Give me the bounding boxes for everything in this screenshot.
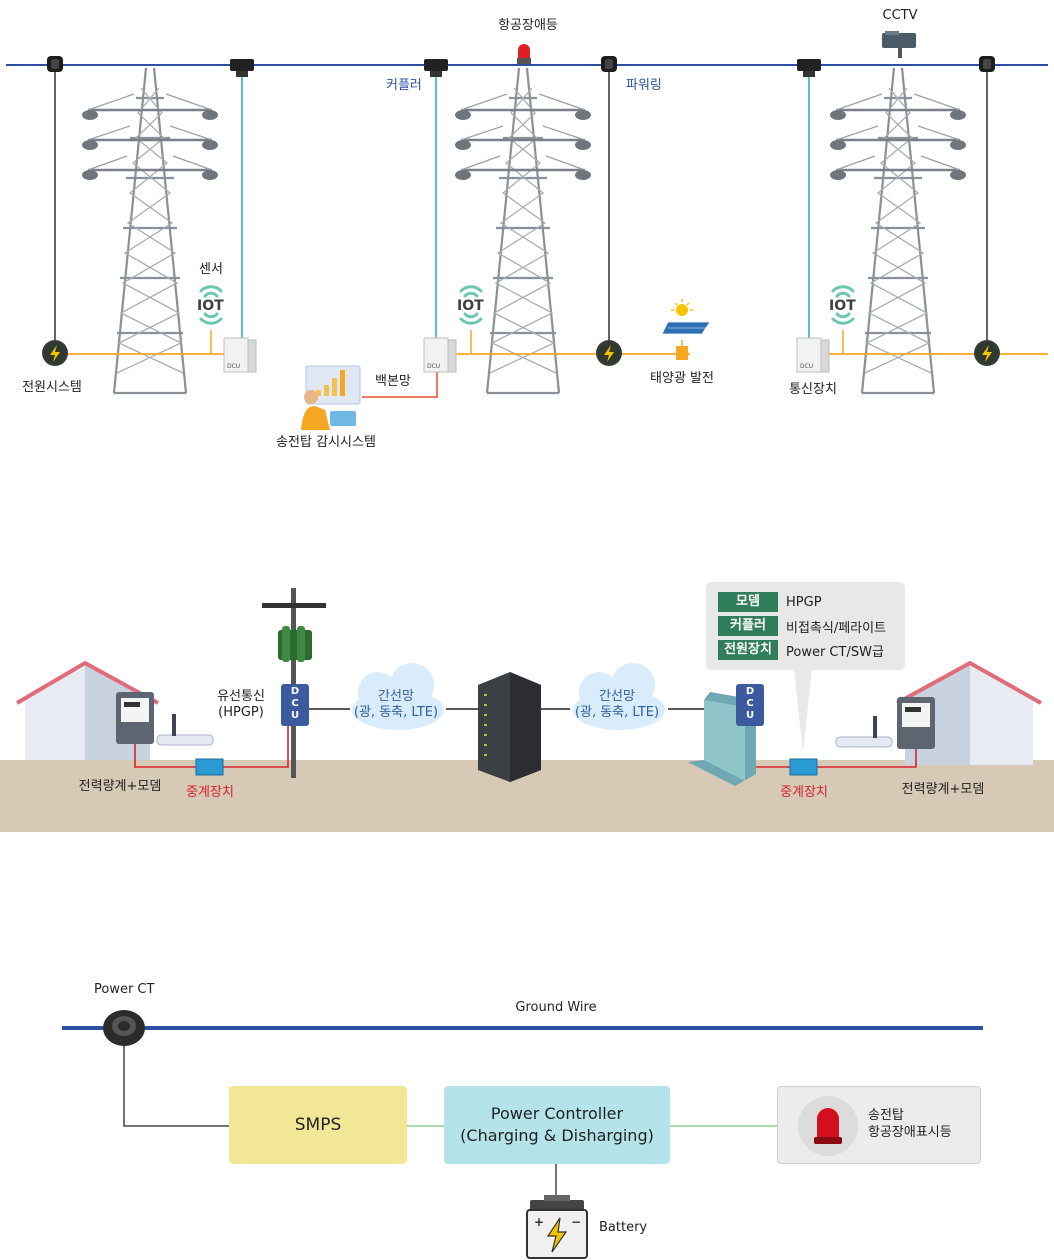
power-system-label: 전원시스템	[22, 380, 82, 395]
svg-text:−: −	[571, 1215, 581, 1229]
beacon-label: 송전탑 항공장애표시등	[868, 1108, 952, 1140]
legend-value: 비접촉식/페라이트	[786, 620, 887, 636]
trunk-right-label: 간선망(광, 동축, LTE)	[574, 689, 660, 721]
aviation-beacon-icon	[798, 1096, 858, 1156]
repeater-right-icon	[789, 758, 818, 776]
meter-modem-right-label: 전력량계+모뎀	[901, 782, 985, 797]
trunk-left-label: 간선망(광, 동축, LTE)	[353, 689, 439, 721]
ground-wire-label: Ground Wire	[515, 1000, 597, 1015]
cloud-right-icon	[573, 663, 665, 730]
legend-value: HPGP	[786, 594, 822, 610]
power-controller-sub: (Charging & Disharging)	[460, 1126, 654, 1145]
backbone-link	[362, 372, 438, 398]
battery-icon: + −	[526, 1195, 588, 1259]
coupler-label: 커플러	[386, 78, 422, 93]
monitoring-system-label: 송전탑 감시시스템	[276, 435, 376, 450]
meter-modem-left-label: 전력량계+모뎀	[78, 779, 162, 794]
legend-key: 커플러	[718, 616, 778, 636]
cctv-label: CCTV	[882, 8, 918, 23]
power-controller-box: Power Controller (Charging & Disharging)	[444, 1086, 670, 1164]
monitoring-person-icon	[301, 365, 361, 430]
legend-row: 모뎀 HPGP	[718, 592, 822, 612]
solar-label: 태양광 발전	[650, 371, 714, 386]
power-ct-label: Power CT	[94, 982, 155, 997]
utility-pole-icon	[262, 588, 326, 778]
repeater-left-icon	[195, 758, 224, 776]
modem-icon	[156, 714, 214, 746]
power-meter-icon	[897, 697, 935, 749]
aviation-light-label: 항공장애등	[498, 18, 558, 33]
power-ct-icon	[103, 1010, 145, 1046]
legend-row: 전원장치 Power CT/SW급	[718, 640, 884, 660]
iot-sensor-icon: IOT	[829, 285, 856, 325]
smps-box: SMPS	[229, 1086, 407, 1164]
legend-key: 모뎀	[718, 592, 778, 612]
legend-callout: 모뎀 HPGP 커플러 비접촉식/페라이트 전원장치 Power CT/SW급	[706, 582, 905, 670]
svg-text:IOT: IOT	[457, 298, 484, 314]
server-icon	[478, 672, 541, 782]
legend-value: Power CT/SW급	[786, 644, 884, 660]
legend-row: 커플러 비접촉식/페라이트	[718, 616, 886, 636]
backbone-label: 백본망	[375, 374, 411, 389]
smps-label: SMPS	[294, 1115, 342, 1135]
repeater-right-label: 중계장치	[780, 785, 828, 800]
svg-text:IOT: IOT	[197, 298, 224, 314]
legend-key: 전원장치	[718, 640, 778, 660]
modem-icon	[835, 716, 893, 748]
aviation-light-icon	[517, 44, 531, 64]
svg-text:+: +	[534, 1215, 544, 1229]
comm-device-label: 통신장치	[789, 382, 837, 397]
iot-sensor-icon: IOT	[457, 285, 484, 325]
power-ring-label: 파워링	[626, 78, 662, 93]
solar-panel-icon	[661, 299, 711, 360]
sensor-label: 센서	[199, 262, 223, 277]
repeater-left-label: 중계장치	[186, 785, 234, 800]
cloud-left-icon	[352, 663, 444, 730]
battery-label: Battery	[599, 1220, 648, 1235]
power-meter-icon	[116, 692, 154, 744]
cctv-icon	[882, 31, 916, 58]
beacon-box: 송전탑 항공장애표시등	[777, 1086, 981, 1164]
wired-comm-label: 유선통신(HPGP)	[217, 689, 265, 721]
tower-diagram: DCU	[6, 31, 1048, 430]
power-controller-label: Power Controller	[490, 1103, 624, 1123]
iot-sensor-icon: IOT	[197, 285, 224, 325]
network-diagram	[0, 588, 1054, 832]
svg-text:IOT: IOT	[829, 298, 856, 314]
